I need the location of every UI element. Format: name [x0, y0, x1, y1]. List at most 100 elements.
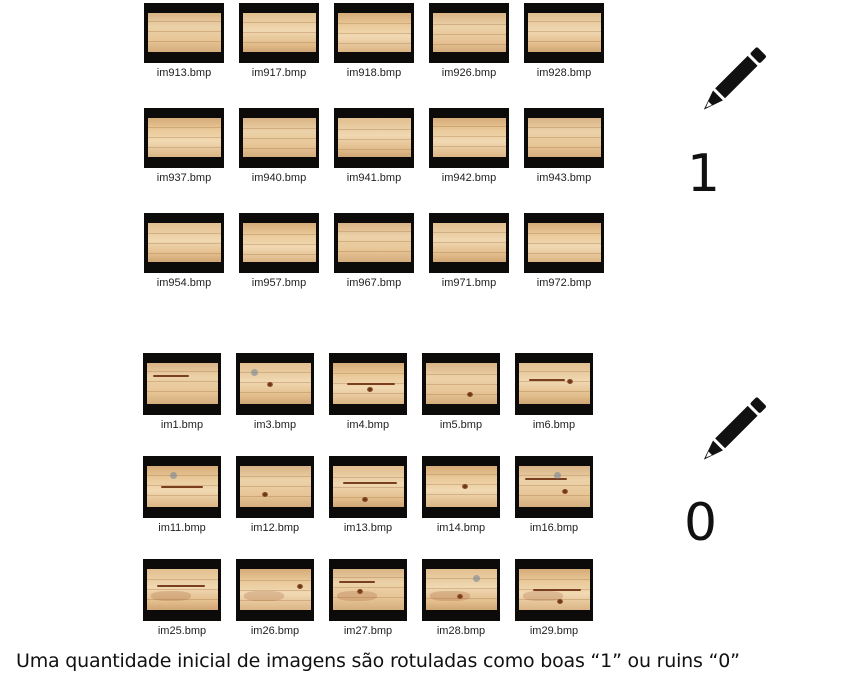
image-filename: im972.bmp: [536, 277, 592, 289]
pencil-icon[interactable]: [688, 40, 772, 124]
wood-board: [338, 13, 411, 52]
wood-board-photo: [429, 108, 509, 168]
wood-grain: [338, 43, 411, 44]
image-thumbnail[interactable]: im918.bmp: [334, 3, 429, 108]
wood-grain: [243, 42, 316, 43]
image-filename: im14.bmp: [436, 522, 486, 534]
knot-defect: [462, 484, 468, 489]
image-thumbnail[interactable]: im957.bmp: [239, 213, 334, 318]
wood-grain: [147, 381, 218, 382]
image-thumbnail[interactable]: im12.bmp: [236, 456, 329, 559]
image-thumbnail[interactable]: im1.bmp: [143, 353, 236, 456]
wood-grain: [426, 394, 497, 395]
image-thumbnail[interactable]: im11.bmp: [143, 456, 236, 559]
image-thumbnail[interactable]: im28.bmp: [422, 559, 515, 662]
wood-grain: [147, 599, 218, 600]
image-thumbnail[interactable]: im926.bmp: [429, 3, 524, 108]
wood-board-photo: [143, 456, 221, 518]
image-thumbnail[interactable]: im954.bmp: [144, 213, 239, 318]
image-filename: im917.bmp: [251, 67, 307, 79]
wood-grain: [333, 497, 404, 498]
wood-board: [333, 363, 404, 404]
image-filename: im942.bmp: [441, 172, 497, 184]
wood-grain: [433, 252, 506, 253]
image-filename: im16.bmp: [529, 522, 579, 534]
image-thumbnail[interactable]: im27.bmp: [329, 559, 422, 662]
wood-grain: [333, 577, 404, 578]
blue-stain-defect: [554, 472, 561, 479]
knot-defect: [267, 382, 273, 387]
image-filename: im957.bmp: [251, 277, 307, 289]
wood-grain: [147, 371, 218, 372]
wood-grain: [528, 21, 601, 22]
image-thumbnail[interactable]: im16.bmp: [515, 456, 608, 559]
wood-board-photo: [429, 213, 509, 273]
image-thumbnail[interactable]: im943.bmp: [524, 108, 619, 213]
wood-grain: [426, 484, 497, 485]
wood-board: [519, 466, 590, 507]
image-filename: im26.bmp: [250, 625, 300, 637]
crack-defect: [533, 589, 581, 591]
image-filename: im967.bmp: [346, 277, 402, 289]
image-thumbnail[interactable]: im3.bmp: [236, 353, 329, 456]
wood-board-photo: [144, 108, 224, 168]
wood-board-photo: [334, 213, 414, 273]
image-thumbnail[interactable]: im941.bmp: [334, 108, 429, 213]
knot-defect: [367, 387, 373, 392]
wood-grain: [426, 578, 497, 579]
crack-defect: [157, 585, 205, 587]
image-thumbnail[interactable]: im6.bmp: [515, 353, 608, 456]
discoloration-defect: [337, 591, 377, 601]
image-thumbnail[interactable]: im940.bmp: [239, 108, 334, 213]
image-thumbnail[interactable]: im14.bmp: [422, 456, 515, 559]
image-thumbnail[interactable]: im26.bmp: [236, 559, 329, 662]
wood-grain: [338, 149, 411, 150]
wood-grain: [528, 243, 601, 244]
image-thumbnail[interactable]: im928.bmp: [524, 3, 619, 108]
crack-defect: [161, 486, 203, 488]
wood-grain: [148, 21, 221, 22]
wood-grain: [528, 127, 601, 128]
footer-caption: Uma quantidade inicial de imagens são ro…: [16, 650, 740, 672]
wood-grain: [426, 494, 497, 495]
image-filename: im926.bmp: [441, 67, 497, 79]
wood-board-photo: [524, 213, 604, 273]
image-thumbnail[interactable]: im971.bmp: [429, 213, 524, 318]
wood-board-photo: [515, 353, 593, 415]
crack-defect: [529, 379, 565, 381]
knot-defect: [362, 497, 368, 502]
pencil-icon[interactable]: [688, 390, 772, 474]
wood-board-photo: [422, 456, 500, 518]
wood-board: [147, 466, 218, 507]
image-thumbnail[interactable]: im967.bmp: [334, 213, 429, 318]
wood-grain: [148, 137, 221, 138]
wood-grain: [528, 137, 601, 138]
image-thumbnail[interactable]: im937.bmp: [144, 108, 239, 213]
wood-grain: [433, 232, 506, 233]
wood-board-photo: [144, 3, 224, 63]
wood-grain: [147, 589, 218, 590]
image-thumbnail[interactable]: im25.bmp: [143, 559, 236, 662]
wood-grain: [519, 495, 590, 496]
wood-board: [426, 363, 497, 404]
wood-grain: [240, 392, 311, 393]
wood-board: [147, 569, 218, 610]
image-thumbnail[interactable]: im29.bmp: [515, 559, 608, 662]
image-thumbnail[interactable]: im13.bmp: [329, 456, 422, 559]
wood-grain: [519, 579, 590, 580]
wood-board-photo: [239, 108, 319, 168]
image-thumbnail[interactable]: im942.bmp: [429, 108, 524, 213]
image-thumbnail[interactable]: im5.bmp: [422, 353, 515, 456]
image-thumbnail[interactable]: im913.bmp: [144, 3, 239, 108]
wood-board: [148, 118, 221, 157]
wood-board-photo: [239, 213, 319, 273]
image-filename: im937.bmp: [156, 172, 212, 184]
wood-grain: [240, 372, 311, 373]
wood-board: [528, 223, 601, 262]
image-thumbnail[interactable]: im917.bmp: [239, 3, 334, 108]
wood-board-photo: [239, 3, 319, 63]
wood-board-photo: [429, 3, 509, 63]
image-thumbnail[interactable]: im4.bmp: [329, 353, 422, 456]
image-thumbnail[interactable]: im972.bmp: [524, 213, 619, 318]
